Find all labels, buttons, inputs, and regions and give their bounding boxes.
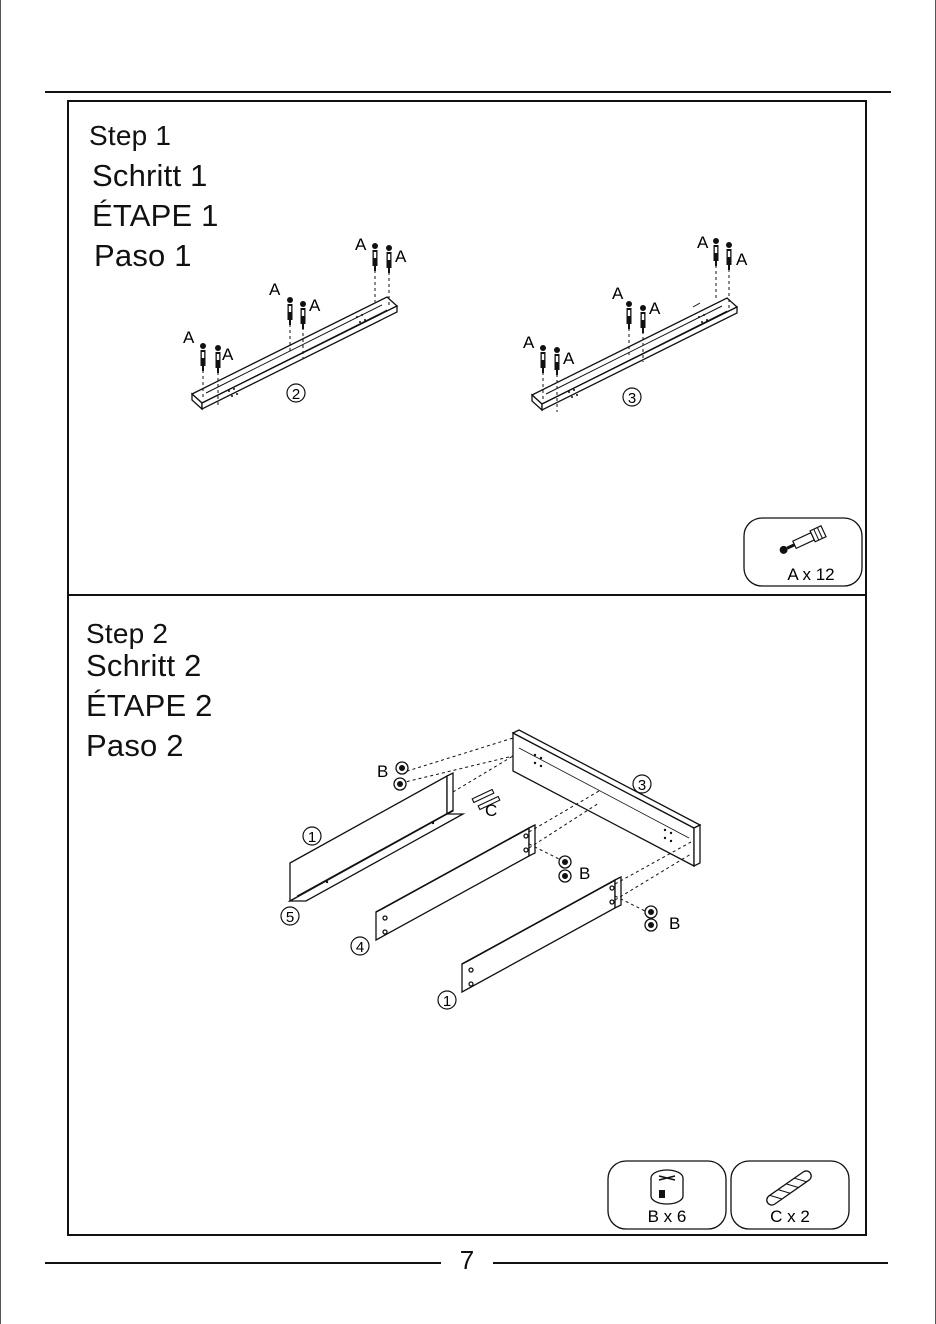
part-callout-5: 5	[281, 907, 299, 926]
cam-lock-icon	[651, 1170, 683, 1204]
step-1-panel: Step 1 Schritt 1 ÉTAPE 1 Paso 1	[67, 100, 867, 596]
part-number: 2	[292, 386, 300, 403]
svg-text:5: 5	[286, 909, 294, 926]
part-callout-1-top: 1	[303, 827, 321, 846]
svg-text:4: 4	[356, 939, 364, 956]
fastener-label: A	[355, 235, 367, 254]
fastener-label: A	[697, 233, 709, 252]
part-callout-4: 4	[351, 937, 369, 956]
fastener-label: A	[395, 247, 407, 266]
hardware-a-count: A x 12	[787, 565, 834, 584]
page-number: 7	[441, 1245, 493, 1276]
hardware-box-b: B x 6	[608, 1161, 726, 1229]
fastener-label: A	[736, 250, 748, 269]
page-edge-left	[0, 0, 1, 1324]
fastener-label: A	[563, 349, 575, 368]
svg-text:1: 1	[443, 993, 451, 1010]
footer-rule-left	[45, 1262, 441, 1264]
fastener-label: A	[222, 345, 234, 364]
fastener-label-c: C	[485, 801, 497, 820]
fastener-label: A	[523, 333, 535, 352]
step-2-panel: Step 2 Schritt 2 ÉTAPE 2 Paso 2	[67, 594, 867, 1236]
fastener-label: A	[309, 296, 321, 315]
fastener-label: A	[612, 284, 624, 303]
fastener-label: A	[269, 280, 281, 299]
fastener-label: A	[649, 299, 661, 318]
footer-rule-right	[493, 1262, 888, 1264]
part-callout-2: 2	[287, 384, 305, 403]
svg-text:1: 1	[308, 829, 316, 846]
fastener-label-b: B	[377, 762, 388, 781]
step-2-illustration: B C B B 1 3 5 4 1	[69, 596, 869, 1238]
top-rule	[45, 91, 891, 93]
hardware-box-a: A x 12	[744, 518, 862, 586]
part-callout-3: 3	[623, 388, 641, 407]
step-2-parts	[290, 730, 700, 992]
step-1-illustration: A A A A A A 2	[69, 102, 869, 598]
hardware-box-c: C x 2	[731, 1161, 849, 1229]
board-part-1-rail	[462, 877, 621, 992]
part-number: 3	[628, 390, 636, 407]
hardware-b-count: B x 6	[648, 1207, 687, 1226]
svg-text:3: 3	[638, 777, 646, 794]
fastener-label-b: B	[579, 864, 590, 883]
board-part-3-side	[513, 730, 700, 866]
part-callout-1-bottom: 1	[438, 991, 456, 1010]
part-callout-3-side: 3	[633, 775, 651, 794]
fastener-label-b: B	[669, 914, 680, 933]
hardware-c-count: C x 2	[770, 1207, 810, 1226]
fastener-label: A	[183, 328, 195, 347]
